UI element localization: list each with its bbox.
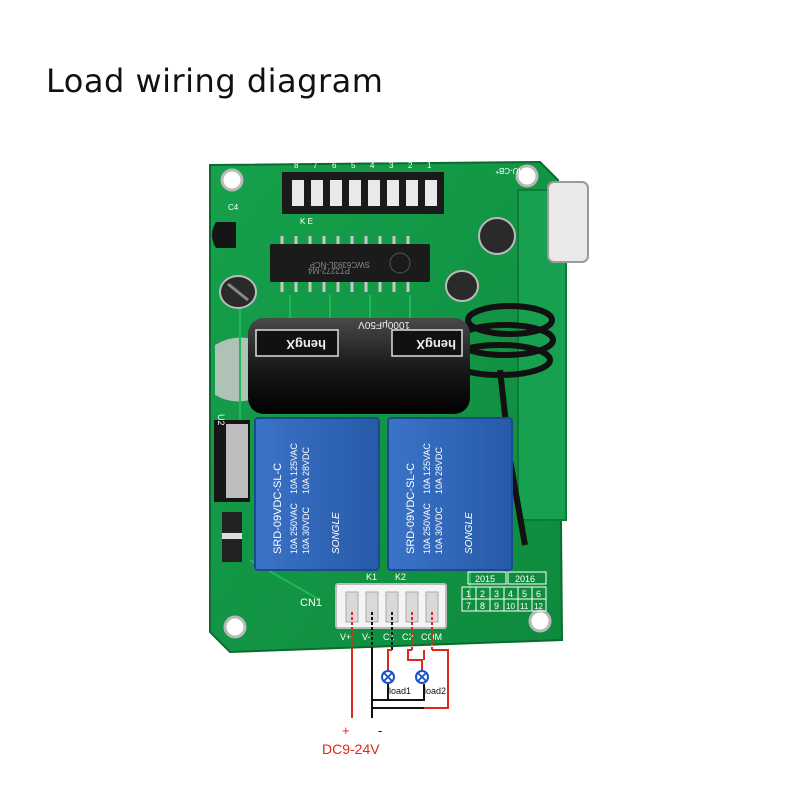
wiring bbox=[351, 612, 449, 718]
small-capacitor bbox=[219, 275, 257, 309]
load1-label: load1 bbox=[389, 686, 411, 696]
ke-label: K E bbox=[300, 217, 313, 226]
capacitor-brand: hengX bbox=[416, 337, 456, 352]
dip-switch: 8 7 6 5 4 3 2 1 K E bbox=[282, 161, 444, 226]
dip-number: 1 bbox=[427, 161, 432, 170]
cn1-label: CN1 bbox=[300, 597, 322, 609]
relay-rating: 10A 250VAC bbox=[422, 503, 432, 554]
dip-number: 5 bbox=[351, 161, 356, 170]
relay-rating: 10A 30VDC bbox=[301, 506, 311, 554]
relay-rating: 10A 30VDC bbox=[434, 506, 444, 554]
relay-k1: SRD-09VDC-SL-C 10A 250VAC 10A 125VAC 10A… bbox=[254, 417, 380, 571]
ic-chip: SWC6393L-NCP PT2272-M4 bbox=[270, 236, 430, 292]
grid-cell: 2 bbox=[480, 589, 485, 599]
k2-label: K2 bbox=[395, 572, 406, 582]
u2-label: U2 bbox=[216, 414, 226, 426]
grid-cell: 6 bbox=[536, 589, 541, 599]
board-code-label: CHU-CB* bbox=[496, 166, 530, 175]
capacitor-brand: hengX bbox=[286, 337, 326, 352]
dip-number: 4 bbox=[370, 161, 375, 170]
pin-label: V- bbox=[362, 632, 371, 642]
load2-label: load2 bbox=[424, 686, 446, 696]
date-grid: 2015 2016 1 2 3 4 5 6 7 8 9 10 11 12 bbox=[461, 571, 547, 612]
grid-cell: 1 bbox=[466, 589, 471, 599]
grid-cell: 10 bbox=[506, 602, 515, 611]
supply-voltage-label: DC9-24V bbox=[322, 741, 380, 757]
dip-number: 8 bbox=[294, 161, 299, 170]
dip-number: 6 bbox=[332, 161, 337, 170]
load1-lamp-icon bbox=[381, 670, 395, 684]
relay-brand: SONGLE bbox=[464, 512, 475, 554]
minus-label: - bbox=[378, 723, 382, 738]
mount-hole bbox=[515, 164, 539, 188]
dip-number: 3 bbox=[389, 161, 394, 170]
relay-rating: 10A 250VAC bbox=[289, 503, 299, 554]
dip-number: 7 bbox=[313, 161, 318, 170]
page-title: Load wiring diagram bbox=[46, 62, 384, 100]
load2-lamp-icon bbox=[415, 670, 429, 684]
relay-brand: SONGLE bbox=[331, 512, 342, 554]
relay-rating: 10A 125VAC bbox=[422, 443, 432, 494]
relay-rating: 10A 28VDC bbox=[434, 446, 444, 494]
dip-number: 2 bbox=[408, 161, 413, 170]
pin-label: C2 bbox=[402, 632, 414, 642]
grid-cell: 7 bbox=[466, 601, 471, 611]
grid-cell: 5 bbox=[522, 589, 527, 599]
mount-hole bbox=[528, 609, 552, 633]
small-capacitor bbox=[445, 270, 479, 302]
transistor bbox=[212, 222, 236, 248]
chip-text: PT2272-M4 bbox=[308, 266, 350, 275]
electrolytic-capacitor: hengX hengX 1000μF50V bbox=[248, 318, 470, 414]
pin-label: C1 bbox=[383, 632, 395, 642]
c4-label: C4 bbox=[228, 203, 239, 212]
mount-hole bbox=[220, 168, 244, 192]
pin-label: V+ bbox=[340, 632, 351, 642]
grid-cell: 11 bbox=[520, 602, 529, 611]
relay-k2: SRD-09VDC-SL-C 10A 250VAC 10A 125VAC 10A… bbox=[387, 417, 513, 571]
relay-rating: 10A 28VDC bbox=[301, 446, 311, 494]
small-capacitor bbox=[478, 217, 516, 255]
year-label: 2016 bbox=[515, 574, 535, 584]
voltage-regulator: U2 bbox=[214, 414, 250, 502]
relay-rating: 10A 125VAC bbox=[289, 443, 299, 494]
plus-label: + bbox=[342, 723, 350, 738]
relay-model: SRD-09VDC-SL-C bbox=[272, 463, 284, 554]
capacitor-rating: 1000μF50V bbox=[358, 319, 410, 330]
grid-cell: 3 bbox=[494, 589, 499, 599]
grid-cell: 12 bbox=[534, 602, 543, 611]
grid-cell: 4 bbox=[508, 589, 513, 599]
diode bbox=[222, 512, 242, 562]
cn1-terminal-block bbox=[335, 583, 447, 629]
grid-cell: 8 bbox=[480, 601, 485, 611]
k1-label: K1 bbox=[366, 572, 377, 582]
mount-hole bbox=[223, 615, 247, 639]
chip-text: SWC6393L-NCP bbox=[310, 260, 370, 269]
relay-model: SRD-09VDC-SL-C bbox=[405, 463, 417, 554]
grid-cell: 9 bbox=[494, 601, 499, 611]
year-label: 2015 bbox=[475, 574, 495, 584]
